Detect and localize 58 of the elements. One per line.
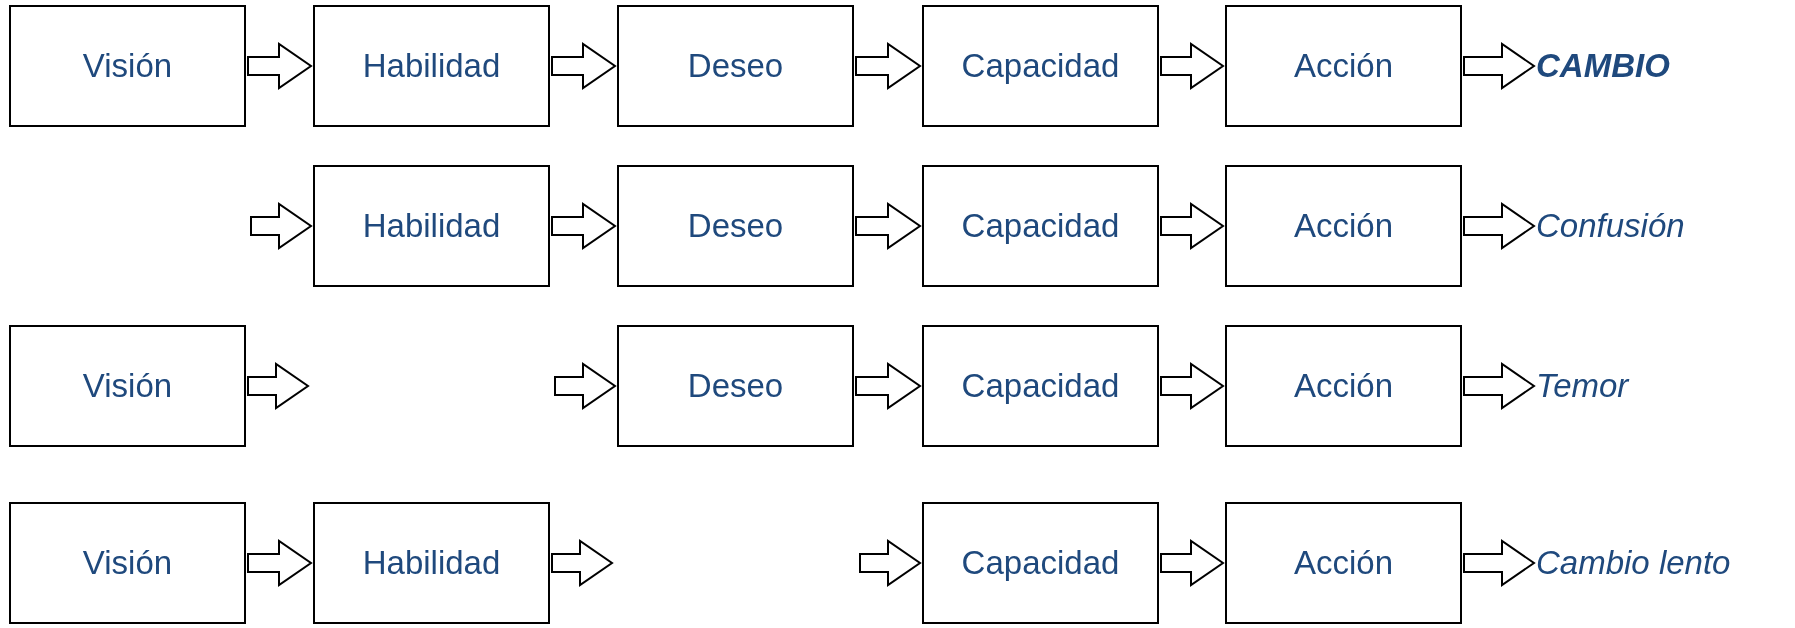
box-label: Visión [82,544,173,582]
box-label: Habilidad [362,544,501,582]
process-box [313,5,550,127]
process-box [922,502,1159,624]
outcome-label: CAMBIO [1536,47,1670,85]
box-label: Acción [1293,367,1394,405]
process-box [1225,165,1462,287]
block-arrow [1160,202,1225,250]
process-box [617,325,854,447]
block-arrow [250,202,313,250]
outcome-label: Temor [1536,367,1629,405]
box-label: Capacidad [961,367,1120,405]
process-box [313,165,550,287]
box-label: Acción [1293,47,1394,85]
process-box [313,502,550,624]
block-arrow [1463,202,1536,250]
process-box [1225,502,1462,624]
box-label: Habilidad [362,207,501,245]
block-arrow [1463,539,1536,587]
box-label: Capacidad [961,207,1120,245]
block-arrow [1463,362,1536,410]
process-box [9,325,246,447]
block-arrow [247,362,310,410]
block-arrow [247,539,313,587]
block-arrow [247,42,313,90]
box-label: Capacidad [961,47,1120,85]
process-box [922,5,1159,127]
box-label: Acción [1293,207,1394,245]
block-arrow [1463,42,1536,90]
block-arrow [855,362,922,410]
process-box [922,325,1159,447]
outcome-label: Confusión [1536,207,1685,245]
process-box [9,502,246,624]
box-label: Visión [82,47,173,85]
block-arrow [855,42,922,90]
box-label: Visión [82,367,173,405]
block-arrow [855,202,922,250]
block-arrow [554,362,617,410]
block-arrow [551,42,617,90]
box-label: Deseo [687,47,784,85]
process-box [9,5,246,127]
box-label: Deseo [687,207,784,245]
block-arrow [551,539,614,587]
process-box [1225,5,1462,127]
block-arrow [1160,539,1225,587]
process-box [922,165,1159,287]
box-label: Deseo [687,367,784,405]
outcome-label: Cambio lento [1536,544,1731,582]
process-box [617,5,854,127]
process-box [1225,325,1462,447]
block-arrow [859,539,922,587]
block-arrow [1160,362,1225,410]
box-label: Habilidad [362,47,501,85]
block-arrow [551,202,617,250]
box-label: Acción [1293,544,1394,582]
process-box [617,165,854,287]
box-label: Capacidad [961,544,1120,582]
block-arrow [1160,42,1225,90]
